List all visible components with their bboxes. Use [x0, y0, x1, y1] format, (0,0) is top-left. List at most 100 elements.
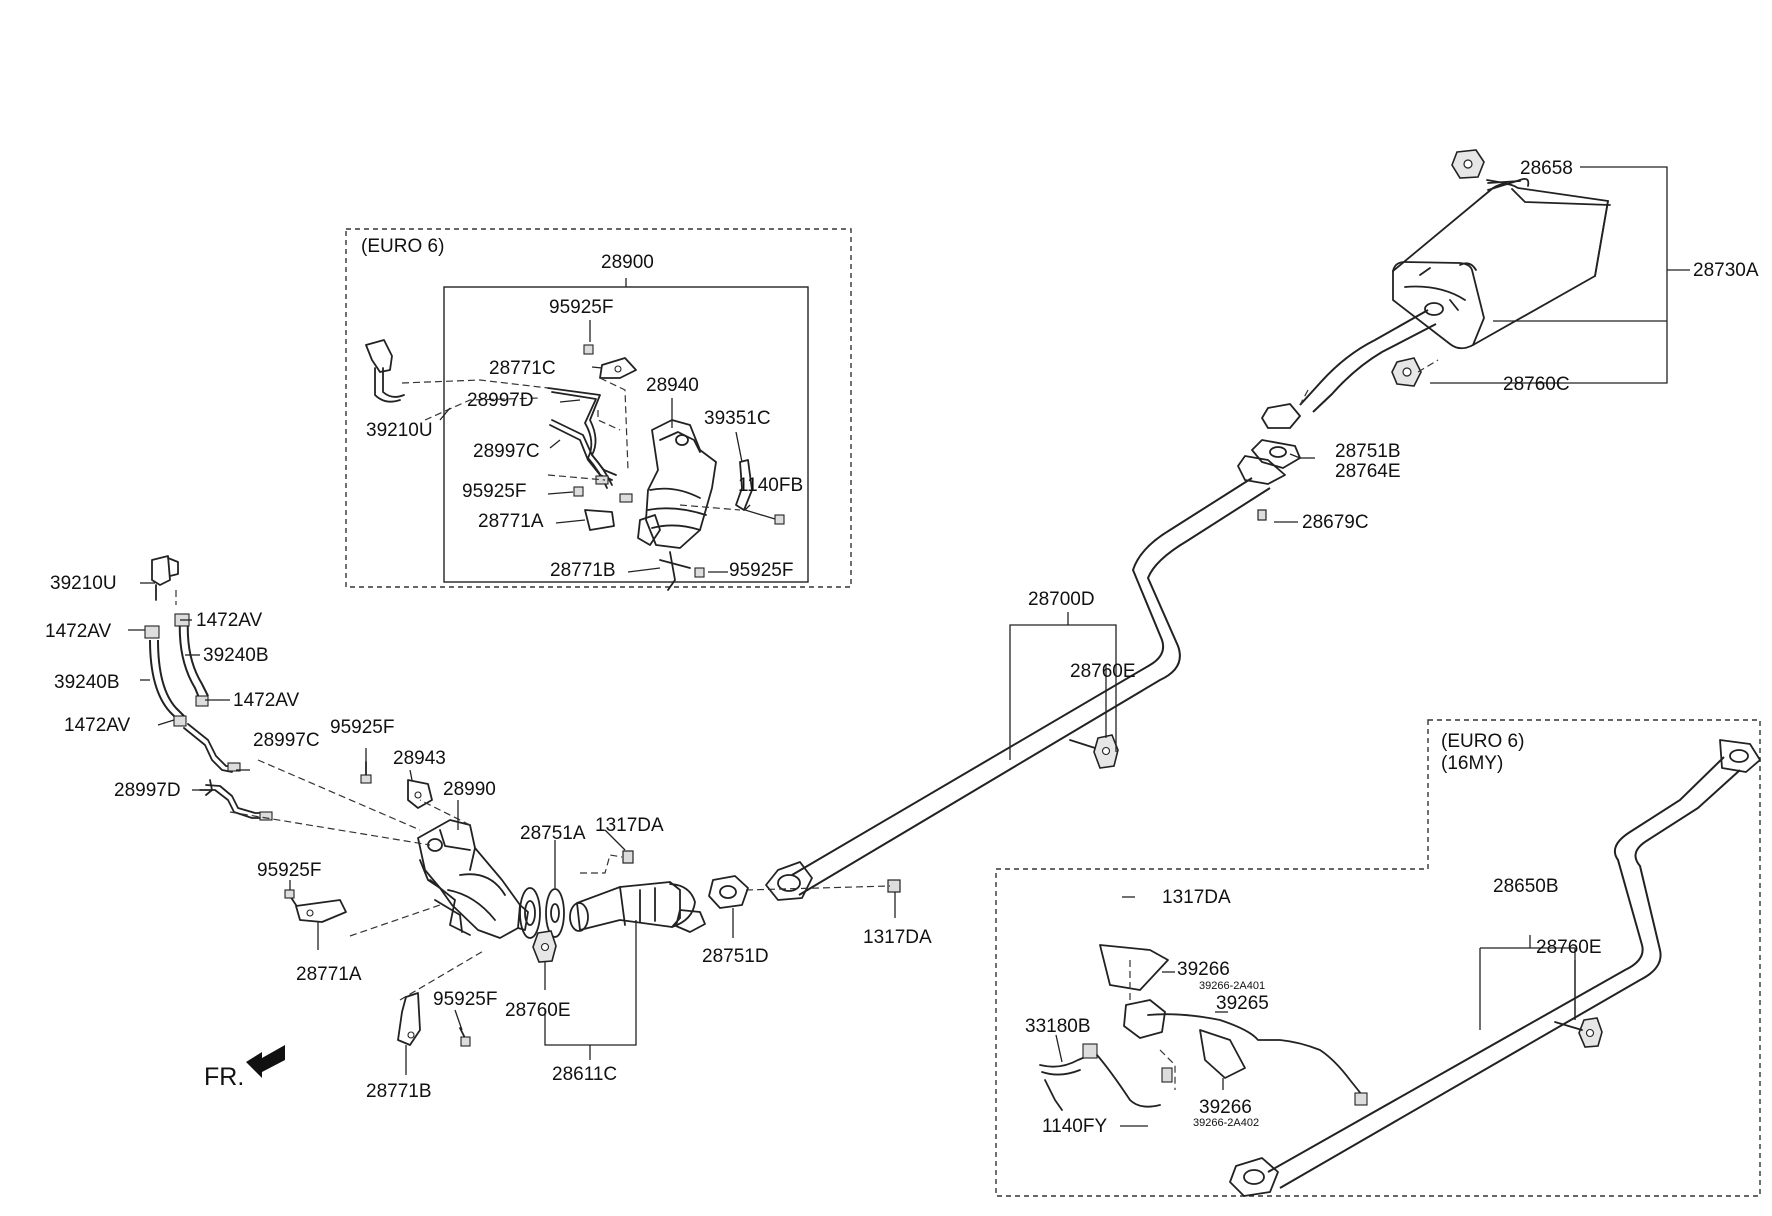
- label-95925F: 95925F: [549, 297, 613, 318]
- sensor-tubes-39240B[interactable]: [144, 613, 209, 727]
- label-95925F: 95925F: [433, 989, 497, 1010]
- inset-sensor-39210U[interactable]: [365, 339, 405, 403]
- label-28751B: 28751B: [1335, 441, 1401, 462]
- bolts-95925F[interactable]: [284, 761, 471, 1047]
- dashed-connectors: [175, 359, 1439, 1090]
- sensor-33180B[interactable]: [1039, 1043, 1173, 1111]
- label-28940: 28940: [646, 375, 699, 396]
- label-28764E: 28764E: [1335, 461, 1401, 482]
- label-28771B: 28771B: [366, 1081, 432, 1102]
- label-95925F: 95925F: [462, 481, 526, 502]
- label-1317DA: 1317DA: [1162, 887, 1231, 908]
- sensor-39265[interactable]: [1147, 1013, 1368, 1106]
- label-16my: (16MY): [1441, 753, 1503, 774]
- label-95925F: 95925F: [257, 860, 321, 881]
- nut-1317DA-front[interactable]: [622, 850, 634, 864]
- label-28760C: 28760C: [1503, 374, 1570, 395]
- label-95925F: 95925F: [729, 560, 793, 581]
- label-28760E: 28760E: [1070, 661, 1136, 682]
- label-28760E: 28760E: [1536, 937, 1602, 958]
- gasket-28751D[interactable]: [708, 875, 749, 909]
- label-28990: 28990: [443, 779, 496, 800]
- label-39266-2A401: 39266-2A401: [1199, 980, 1265, 992]
- label-39210U: 39210U: [50, 573, 117, 594]
- label-28771C: 28771C: [489, 358, 556, 379]
- label-28771B: 28771B: [550, 560, 616, 581]
- label-33180B: 33180B: [1025, 1016, 1091, 1037]
- label-28997D: 28997D: [467, 390, 534, 411]
- label-fr: FR.: [204, 1063, 244, 1091]
- label-1140FB: 1140FB: [738, 475, 803, 496]
- label-28997D: 28997D: [114, 780, 181, 801]
- front-pipe-28611C[interactable]: [569, 881, 706, 933]
- label-28997C: 28997C: [473, 441, 540, 462]
- hanger-28760E-front[interactable]: [532, 930, 557, 963]
- label-28760E: 28760E: [505, 1000, 571, 1021]
- label-1472AV: 1472AV: [64, 715, 131, 736]
- label-39240B: 39240B: [203, 645, 269, 666]
- bracket-28771A[interactable]: [295, 899, 347, 923]
- pressure-pipes-28997[interactable]: [183, 723, 273, 821]
- label-28751A: 28751A: [520, 823, 586, 844]
- label-28700D: 28700D: [1028, 589, 1095, 610]
- label-1317DA: 1317DA: [595, 815, 664, 836]
- inset-catalyst-28940[interactable]: [637, 419, 717, 591]
- label-39210U: 39210U: [366, 420, 433, 441]
- rubber-hanger-28658[interactable]: [1451, 149, 1521, 184]
- bracket-28943[interactable]: [407, 779, 433, 809]
- hanger-28760E-euro6[interactable]: [1554, 1017, 1603, 1048]
- hanger-28760E-center[interactable]: [1069, 734, 1119, 769]
- nut-1317DA-pipe[interactable]: [887, 879, 901, 893]
- label-39265: 39265: [1216, 993, 1269, 1014]
- inset-bracket-28771C[interactable]: [599, 357, 637, 379]
- inset-bolts[interactable]: [573, 344, 785, 578]
- center-pipe-28650B[interactable]: [1229, 739, 1761, 1197]
- label-28730A: 28730A: [1693, 260, 1759, 281]
- inset-bracket-39351C[interactable]: [735, 459, 753, 511]
- sensor-module-39266[interactable]: [1099, 944, 1246, 1079]
- center-pipe-28700D[interactable]: [765, 477, 1271, 901]
- bracket-28771B[interactable]: [397, 992, 421, 1046]
- label-28943: 28943: [393, 748, 446, 769]
- label-39240B: 39240B: [54, 672, 120, 693]
- sensor-39210U-left[interactable]: [151, 555, 179, 601]
- leader-lines: [128, 166, 1690, 1127]
- label-28771A: 28771A: [296, 964, 362, 985]
- label-39266: 39266: [1177, 959, 1230, 980]
- inset-pipes-28997[interactable]: [547, 387, 633, 503]
- label-28751D: 28751D: [702, 946, 769, 967]
- gasket-28751B[interactable]: [1251, 403, 1301, 469]
- label-28900: 28900: [601, 252, 654, 273]
- label-39266-2A402: 39266-2A402: [1193, 1117, 1259, 1129]
- label-euro6-right: (EURO 6): [1441, 731, 1524, 752]
- label-28771A: 28771A: [478, 511, 544, 532]
- label-28658: 28658: [1520, 158, 1573, 179]
- label-28650B: 28650B: [1493, 876, 1559, 897]
- label-euro6-top: (EURO 6): [361, 236, 444, 257]
- muffler-assembly[interactable]: [1299, 177, 1611, 413]
- catalytic-converter-28990[interactable]: [417, 819, 529, 939]
- inset-bracket-28771A[interactable]: [584, 509, 615, 531]
- label-28997C: 28997C: [253, 730, 320, 751]
- callout-labels: (EURO 6) 28900 95925F 28771C 28940 28997…: [45, 158, 1759, 1137]
- part-28900-box: [443, 286, 809, 583]
- label-1472AV: 1472AV: [233, 690, 300, 711]
- label-28611C: 28611C: [552, 1064, 617, 1085]
- label-39351C: 39351C: [704, 408, 771, 429]
- label-1317DA: 1317DA: [863, 927, 932, 948]
- flange-28764E[interactable]: [1237, 455, 1286, 485]
- rubber-hanger-28760C[interactable]: [1391, 357, 1422, 387]
- front-direction-arrow-icon: [246, 1045, 285, 1078]
- label-95925F: 95925F: [330, 717, 394, 738]
- nut-28679C[interactable]: [1257, 509, 1267, 521]
- label-1140FY: 1140FY: [1042, 1116, 1107, 1137]
- euro6-top-frame: [345, 228, 852, 588]
- label-28679C: 28679C: [1302, 512, 1369, 533]
- label-39266: 39266: [1199, 1097, 1252, 1118]
- gasket-28751A[interactable]: [519, 887, 565, 939]
- euro6-16my-frame: [995, 719, 1761, 1197]
- label-1472AV: 1472AV: [45, 621, 112, 642]
- label-1472AV: 1472AV: [196, 610, 263, 631]
